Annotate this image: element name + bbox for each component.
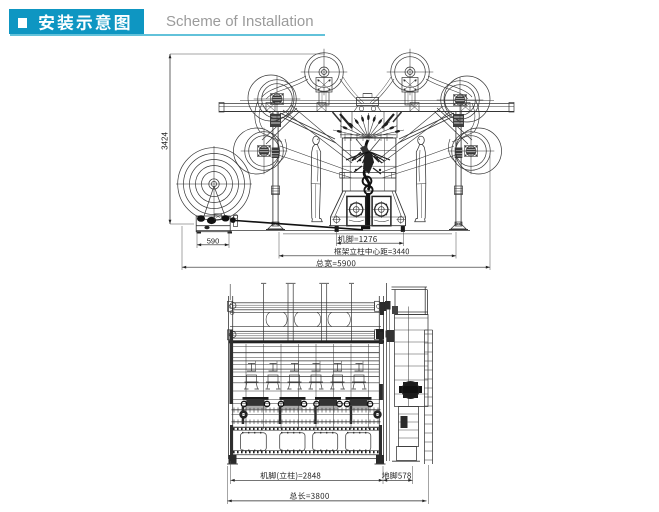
svg-text:3424: 3424 [161, 132, 170, 150]
svg-text:590: 590 [207, 237, 220, 246]
